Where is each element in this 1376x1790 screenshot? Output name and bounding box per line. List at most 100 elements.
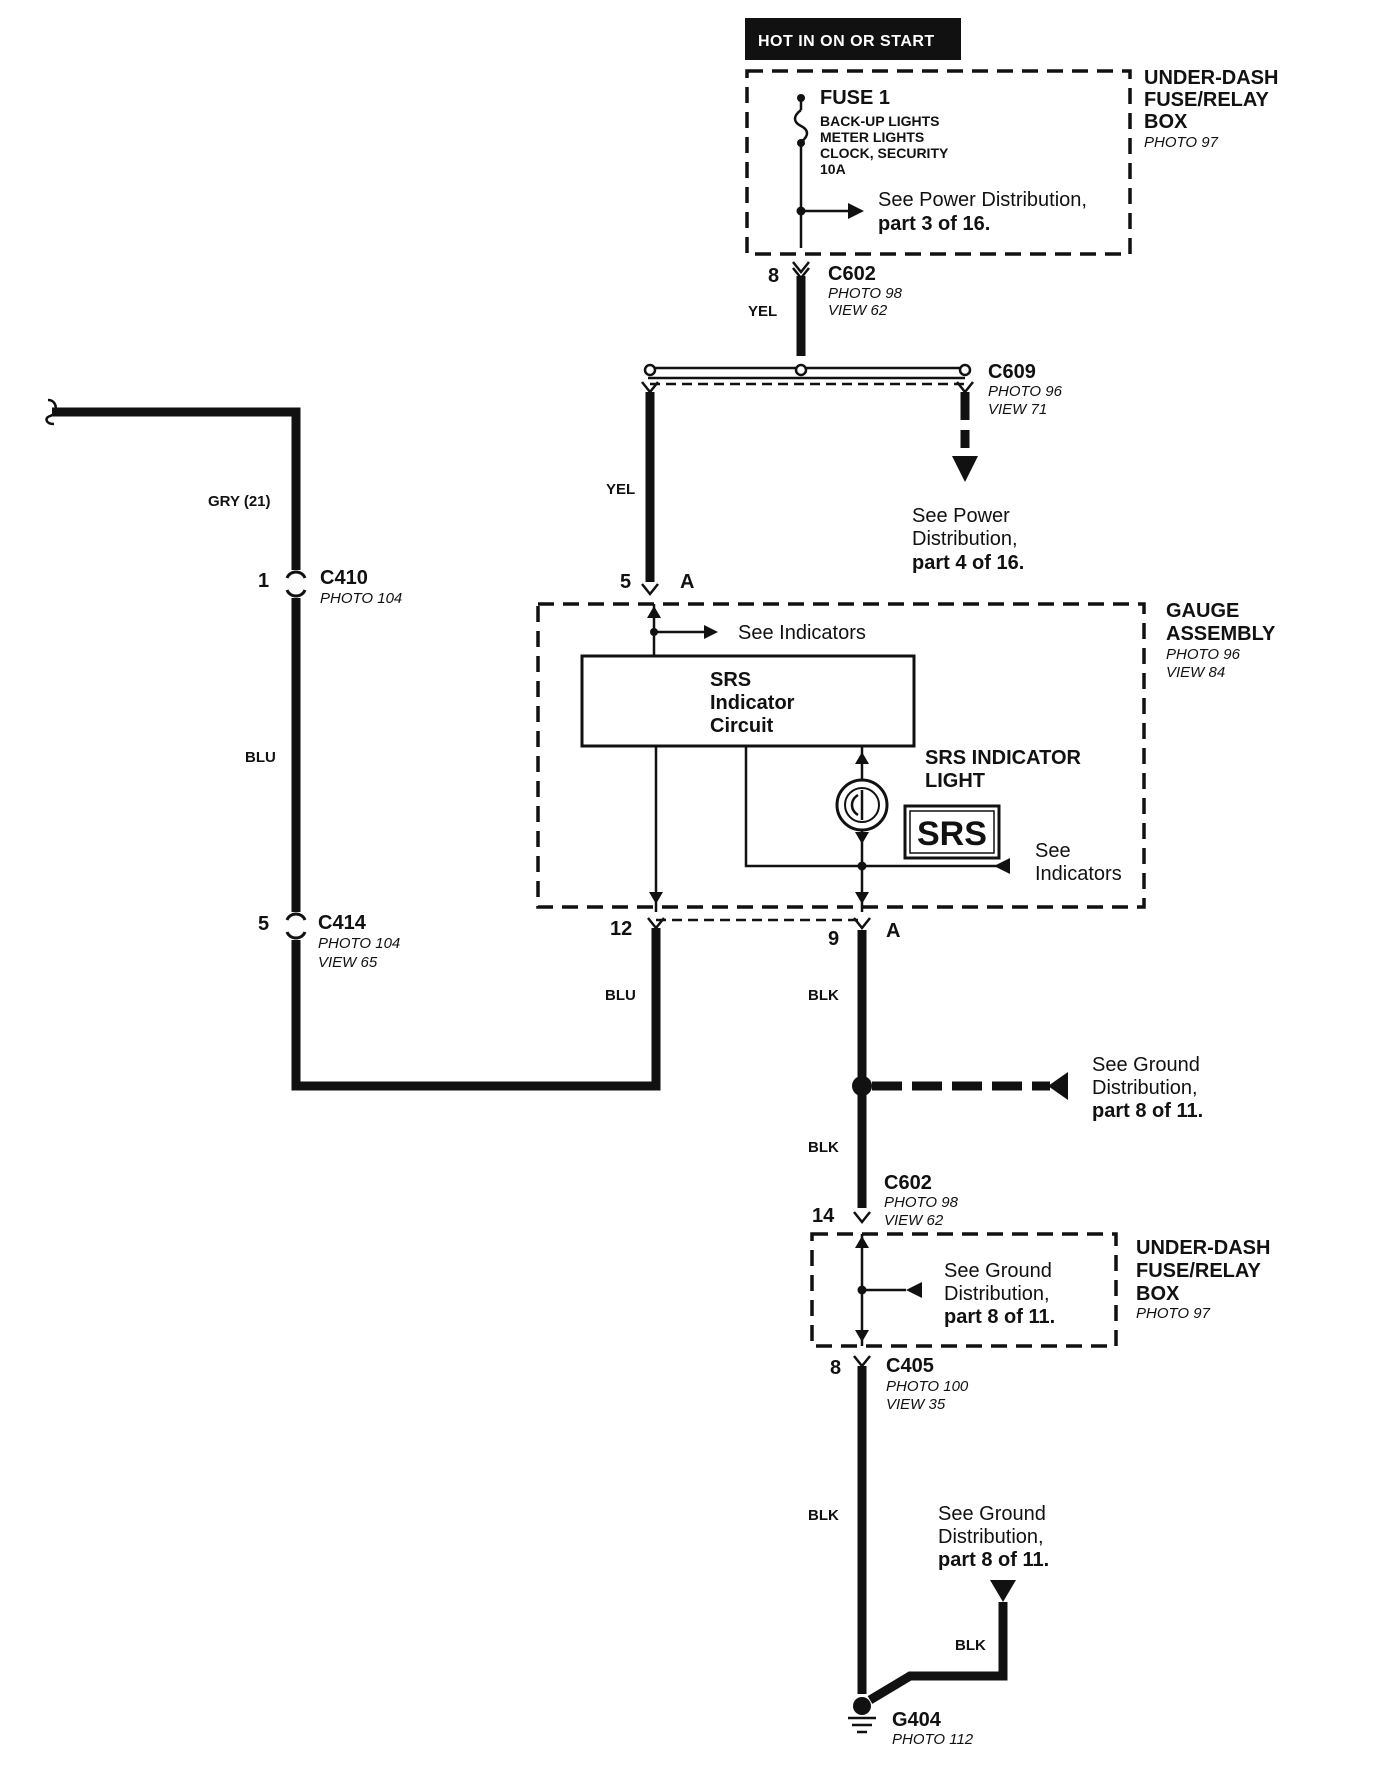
c602-top-name: C602 bbox=[828, 263, 876, 285]
fuse-box-bottom: See Ground Distribution, part 8 of 11. U… bbox=[810, 1232, 1270, 1348]
c602-top-wire-color: YEL bbox=[748, 303, 777, 320]
gauge-input-fork-icon bbox=[641, 583, 659, 597]
c414-pin: 5 bbox=[258, 913, 269, 935]
c609-view: VIEW 71 bbox=[988, 401, 1047, 418]
fuse-box-bottom-bottom-arrow-icon bbox=[855, 1330, 869, 1342]
ground-ref-bottom-wire: BLK bbox=[955, 1637, 986, 1654]
c609-name: C609 bbox=[988, 361, 1036, 383]
c414-view: VIEW 65 bbox=[318, 954, 378, 971]
wire-break-icon bbox=[45, 398, 57, 426]
c602-bottom-photo: PHOTO 98 bbox=[884, 1194, 959, 1211]
g404-photo: PHOTO 112 bbox=[892, 1731, 974, 1748]
light-top-arrow-icon bbox=[855, 752, 869, 764]
fuse-desc-2: METER LIGHTS bbox=[820, 129, 924, 145]
ground-ref-bottom-1: See Ground bbox=[938, 1503, 1046, 1525]
fuse-box-bottom-title-1: UNDER-DASH bbox=[1136, 1237, 1270, 1259]
c609-ref-line-1: See Power bbox=[912, 505, 1010, 527]
c602-top-connector: 8 C602 PHOTO 98 VIEW 62 YEL bbox=[748, 261, 903, 320]
c609-wire-color: YEL bbox=[606, 481, 635, 498]
ground-run: BLK See Ground Distribution, part 8 of 1… bbox=[808, 930, 1203, 1208]
wire-gry-label: GRY (21) bbox=[208, 493, 271, 510]
gauge-pin-out-right: 9 bbox=[828, 928, 839, 950]
gauge-photo: PHOTO 96 bbox=[1166, 646, 1241, 663]
ground-ref-arrow-icon bbox=[1048, 1072, 1068, 1100]
c602-bottom-fork-icon bbox=[853, 1211, 871, 1225]
fuse-box-bottom-photo: PHOTO 97 bbox=[1136, 1305, 1211, 1322]
circuit-line-2: Indicator bbox=[710, 692, 795, 714]
c414-photo: PHOTO 104 bbox=[318, 935, 400, 952]
power-ref-line-1: See Power Distribution, bbox=[878, 189, 1087, 211]
gauge-pin-out-left: 12 bbox=[610, 918, 632, 940]
fuse-box-bottom-outline bbox=[810, 1232, 1118, 1348]
pin-9-fork-icon bbox=[853, 917, 871, 931]
ground-ref-bottom-3: part 8 of 11. bbox=[938, 1549, 1049, 1571]
gauge-assembly-outline bbox=[536, 602, 1146, 909]
fuse-box-top-title-1: UNDER-DASH bbox=[1144, 67, 1278, 89]
fuse-desc-3: CLOCK, SECURITY bbox=[820, 145, 949, 161]
indicators-ref-arrow-icon bbox=[704, 625, 718, 639]
c410-pin: 1 bbox=[258, 570, 269, 592]
ground-wire-2: BLK bbox=[808, 1139, 839, 1156]
srs-indicator-circuit-box bbox=[580, 654, 916, 748]
circuit-line-3: Circuit bbox=[710, 715, 774, 737]
c609-ref-line-2: Distribution, bbox=[912, 528, 1018, 550]
wire-blu-bottom-label: BLU bbox=[605, 987, 636, 1004]
ground-ref-line-3: part 8 of 11. bbox=[1092, 1100, 1203, 1122]
power-ref-line-2: part 3 of 16. bbox=[878, 213, 990, 235]
srs-symbol-text: SRS bbox=[917, 815, 987, 853]
fuse-box-top-photo: PHOTO 97 bbox=[1144, 134, 1219, 151]
c602-top-pin: 8 bbox=[768, 265, 779, 287]
c609-splice: C609 PHOTO 96 VIEW 71 See Power Distribu… bbox=[606, 361, 1063, 574]
gauge-pin-in: 5 bbox=[620, 571, 631, 593]
gauge-title-2: ASSEMBLY bbox=[1166, 623, 1276, 645]
fuse-desc-1: BACK-UP LIGHTS bbox=[820, 113, 940, 129]
srs-symbol-box bbox=[903, 804, 1001, 860]
c602-top-view: VIEW 62 bbox=[828, 302, 888, 319]
fuse-rating: 10A bbox=[820, 161, 846, 177]
ground-ref-bottom-arrow-icon bbox=[990, 1580, 1016, 1602]
c414-connector-icon bbox=[285, 912, 307, 921]
ground-ref-bottom: See Ground Distribution, part 8 of 11. B… bbox=[867, 1503, 1049, 1704]
c410-connector-icon bbox=[285, 570, 307, 579]
c405-view: VIEW 35 bbox=[886, 1396, 946, 1413]
fuse-box-bottom-ref-3: part 8 of 11. bbox=[944, 1306, 1055, 1328]
fuse-1-icon bbox=[793, 109, 809, 143]
gauge-assembly: GAUGE ASSEMBLY PHOTO 96 VIEW 84 5 A See … bbox=[536, 571, 1276, 950]
c609-ref-line-3: part 4 of 16. bbox=[912, 552, 1024, 574]
ground-ref-line-2: Distribution, bbox=[1092, 1077, 1198, 1099]
c410-photo: PHOTO 104 bbox=[320, 590, 402, 607]
fuse-name: FUSE 1 bbox=[820, 87, 890, 109]
c602-bottom-pin: 14 bbox=[812, 1205, 835, 1227]
light-label-1: SRS INDICATOR bbox=[925, 747, 1081, 769]
c405-fork-icon bbox=[853, 1355, 871, 1369]
fuse-box-bottom-title-2: FUSE/RELAY bbox=[1136, 1260, 1262, 1282]
circuit-line-1: SRS bbox=[710, 669, 751, 691]
left-circuit: GRY (21) 1 C410 PHOTO 104 BLU 5 C414 PHO… bbox=[45, 398, 661, 1091]
supply-label: HOT IN ON OR START bbox=[758, 33, 935, 50]
fuse-box-top-title-2: FUSE/RELAY bbox=[1144, 89, 1270, 111]
fuse-box-top-title-3: BOX bbox=[1144, 111, 1188, 133]
c405-wire-color: BLK bbox=[808, 1507, 839, 1524]
gauge-pin-out-conn: A bbox=[886, 920, 900, 942]
c405-name: C405 bbox=[886, 1355, 934, 1377]
gauge-output-left-arrow-icon bbox=[649, 892, 663, 904]
power-ref-arrow-icon bbox=[848, 203, 864, 219]
ground-ref-bottom-2: Distribution, bbox=[938, 1526, 1044, 1548]
wire-blu-label: BLU bbox=[245, 749, 276, 766]
connector-fork-icon bbox=[792, 261, 810, 275]
fuse-box-top-outline bbox=[745, 69, 1132, 256]
gauge-ref2-line-2: Indicators bbox=[1035, 863, 1122, 885]
fuse-box-top: UNDER-DASH FUSE/RELAY BOX PHOTO 97 FUSE … bbox=[745, 67, 1278, 256]
g404-name: G404 bbox=[892, 1709, 942, 1731]
c609-photo: PHOTO 96 bbox=[988, 383, 1063, 400]
gauge-input-arrow-icon bbox=[647, 606, 661, 618]
c405-pin: 8 bbox=[830, 1357, 841, 1379]
gauge-output-right-arrow-icon bbox=[855, 892, 869, 904]
c405-connector: 8 C405 PHOTO 100 VIEW 35 BLK bbox=[808, 1355, 969, 1524]
c602-bottom-name: C602 bbox=[884, 1172, 932, 1194]
power-dist-arrow-icon bbox=[952, 456, 978, 482]
gauge-view: VIEW 84 bbox=[1166, 664, 1225, 681]
c602-top-photo: PHOTO 98 bbox=[828, 285, 903, 302]
pin-12-fork-icon bbox=[647, 917, 665, 931]
